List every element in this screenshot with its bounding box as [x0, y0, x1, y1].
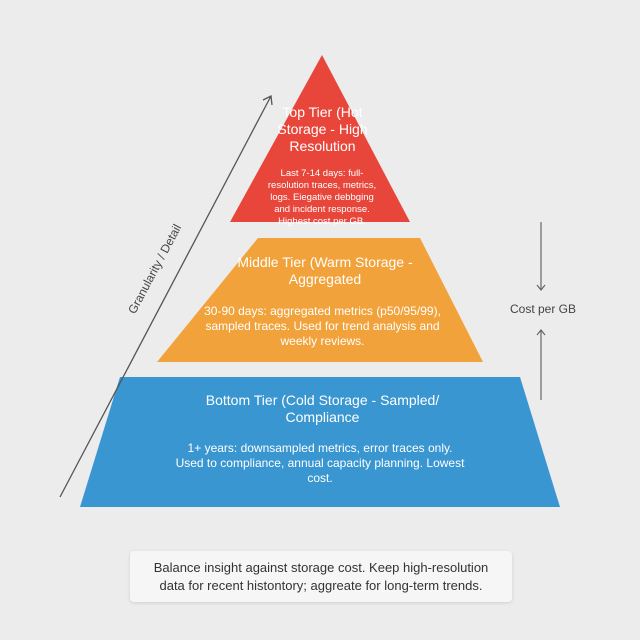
middle-tier-title: Middle Tier (Warm Storage - Aggregated [237, 254, 413, 287]
top-tier-title: Top Tier (Hot Storage - High Resolution [277, 104, 368, 154]
bottom-tier-description: 1+ years: downsampled metrics, error tra… [175, 441, 465, 485]
cost-up-arrow-icon [536, 329, 546, 400]
summary-note-text: Balance insight against storage cost. Ke… [153, 559, 489, 593]
top-tier-description: Last 7-14 days: full-resolution traces, … [267, 168, 377, 227]
cost-axis-label: Cost per GB [510, 302, 577, 316]
middle-tier-description: 30-90 days: aggregated metrics (p50/95/9… [204, 304, 441, 348]
middle-tier-shape [157, 238, 483, 362]
summary-note: Balance insight against storage cost. Ke… [130, 551, 512, 602]
bottom-tier-title: Bottom Tier (Cold Storage - Sampled/ Com… [205, 392, 440, 425]
top-tier-shape [230, 55, 410, 222]
granularity-arrow-icon [59, 95, 273, 498]
bottom-tier-shape [80, 377, 560, 507]
cost-down-arrow-icon [536, 222, 546, 291]
